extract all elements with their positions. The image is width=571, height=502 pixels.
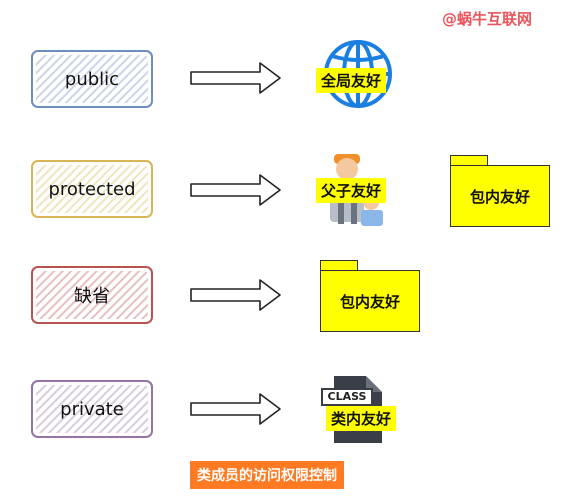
watermark: @蜗牛互联网: [442, 10, 533, 28]
scope-package: 包内友好: [339, 292, 400, 311]
default-label: 缺省: [74, 286, 110, 307]
diagram-caption: 类成员的访问权限控制: [190, 461, 344, 489]
default-box: 缺省: [31, 266, 153, 324]
private-label: private: [60, 398, 124, 420]
protected-label: protected: [48, 178, 136, 200]
scope-package-extra: 包内友好: [469, 187, 530, 206]
public-label: public: [64, 68, 120, 90]
arrow-default: [190, 279, 281, 311]
scope-global: 全局友好: [316, 68, 387, 93]
arrow-protected: [190, 174, 281, 206]
private-box: private: [31, 380, 153, 438]
folder-icon-protected: 包内友好: [450, 155, 550, 227]
protected-box: protected: [31, 160, 153, 218]
folder-icon-default: 包内友好: [320, 260, 420, 332]
arrow-public: [190, 62, 281, 94]
public-box: public: [31, 50, 153, 108]
arrow-private: [190, 393, 281, 425]
class-file-label: CLASS: [327, 390, 367, 403]
scope-parent-child: 父子友好: [316, 178, 387, 203]
scope-class: 类内友好: [326, 406, 397, 431]
